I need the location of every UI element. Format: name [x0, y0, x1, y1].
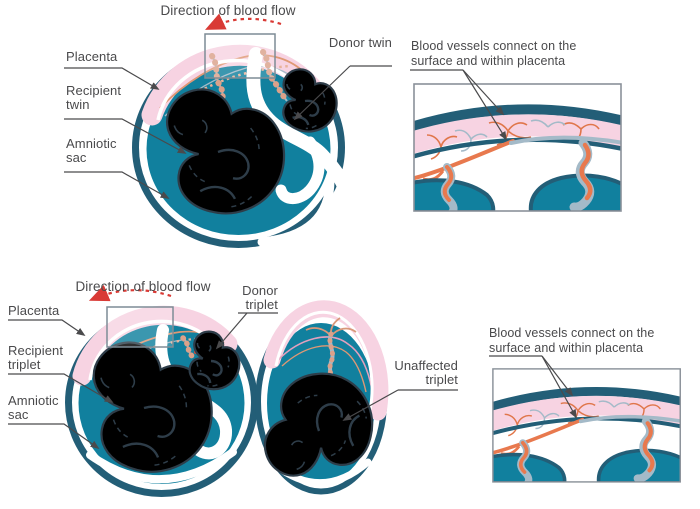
- top-inset-caption-line1: Blood vessels connect on the: [411, 39, 577, 53]
- blood-flow-label-top: Direction of blood flow: [160, 3, 296, 18]
- placenta-label-top: Placenta: [66, 49, 118, 64]
- bottom-inset-caption-line1: Blood vessels connect on the: [489, 326, 655, 340]
- bottom-inset-caption-line2: surface and within placenta: [489, 340, 644, 355]
- amniotic-sac-label-bottom: Amniotic sac: [8, 393, 59, 422]
- donor-twin-label: Donor twin: [328, 35, 392, 50]
- amniotic-sac-label-top: Amniotic sac: [66, 136, 117, 165]
- twins-placenta-inset: [411, 84, 624, 214]
- bottom-inset-caption: Blood vessels connect on the surface and…: [489, 326, 679, 355]
- unaffected-placenta: [263, 300, 389, 421]
- placenta-label-bottom: Placenta: [8, 303, 60, 318]
- unaffected-placenta-vessels: [277, 336, 373, 393]
- top-inset-caption-line2: surface and within placenta: [411, 53, 566, 68]
- label-pointer-lines: [8, 65, 577, 450]
- twins-zoom-region-rect: [204, 33, 276, 79]
- triplets-zoom-region-rect: [106, 306, 174, 348]
- twins-blood-flow-arrow: [205, 13, 282, 30]
- triplets-diagram: [65, 284, 389, 497]
- donor-triplet-label: Donor triplet: [242, 283, 278, 312]
- unaffected-triplet-label: Unaffected triplet: [394, 358, 458, 387]
- triplets-placenta-inset: [490, 369, 683, 485]
- twins-diagram: [132, 13, 354, 248]
- blood-flow-label-bottom: Direction of blood flow: [75, 279, 211, 294]
- top-inset-caption: Blood vessels connect on the surface and…: [411, 39, 601, 68]
- recipient-twin-label: Recipient twin: [66, 83, 122, 112]
- triplets-blood-flow-arrow: [88, 284, 172, 302]
- recipient-triplet-label: Recipient triplet: [8, 343, 64, 372]
- triplets-placenta: [72, 305, 238, 386]
- twins-sac-divider: [246, 47, 354, 201]
